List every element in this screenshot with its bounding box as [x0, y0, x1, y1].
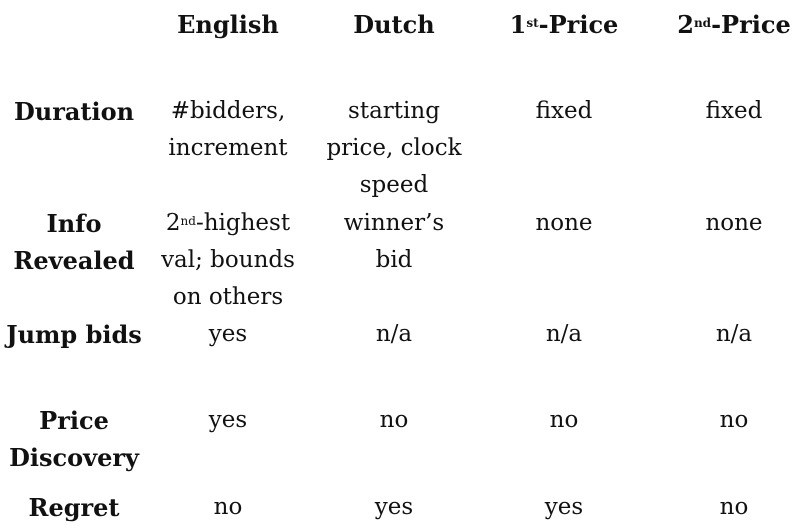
cell-line: #bidders,: [170, 98, 286, 124]
cell-line: no: [379, 407, 409, 433]
column-header-english: English: [168, 10, 288, 40]
cell-line: starting: [348, 98, 440, 124]
row-label-line: Jump bids: [6, 320, 142, 349]
row-label-line: Info: [46, 209, 102, 238]
cell-line: speed: [359, 172, 429, 198]
row-label-duration: Duration: [0, 93, 148, 130]
cell-line: on others: [172, 284, 284, 310]
cell-line: none: [705, 210, 763, 236]
header-superscript: nd: [693, 16, 712, 30]
cell-line: n/a: [375, 321, 413, 347]
cell-line: n/a: [715, 321, 753, 347]
cell-price-discovery-dutch: no: [324, 402, 464, 439]
cell-line: yes: [208, 321, 248, 347]
row-label-line: Discovery: [9, 443, 139, 472]
cell-line: fixed: [535, 98, 593, 124]
column-header-dutch: Dutch: [334, 10, 454, 40]
cell-duration-second-price: fixed: [664, 93, 792, 130]
row-label-line: Duration: [13, 97, 135, 126]
cell-jump-bids-first-price: n/a: [494, 316, 634, 353]
header-text: Dutch: [353, 10, 435, 39]
header-text: 1: [509, 10, 527, 39]
text-part: 2: [165, 210, 181, 236]
cell-line: no: [549, 407, 579, 433]
column-header-second-price: 2nd-Price: [664, 10, 792, 40]
header-text: English: [177, 10, 279, 39]
cell-info-revealed-second-price: none: [664, 205, 792, 242]
cell-line: n/a: [545, 321, 583, 347]
text-part: -highest: [195, 210, 291, 236]
header-text: 2: [677, 10, 694, 39]
cell-duration-dutch: starting price, clock speed: [324, 93, 464, 204]
column-header-first-price: 1st-Price: [494, 10, 634, 40]
cell-info-revealed-dutch: winner’s bid: [324, 205, 464, 279]
cell-line: none: [535, 210, 593, 236]
cell-info-revealed-first-price: none: [494, 205, 634, 242]
cell-price-discovery-english: yes: [158, 402, 298, 439]
superscript: nd: [180, 214, 196, 228]
cell-info-revealed-english: 2nd-highest val; bounds on others: [158, 205, 298, 316]
cell-duration-first-price: fixed: [494, 93, 634, 130]
row-label-line: Revealed: [13, 246, 135, 275]
cell-line: winner’s: [343, 210, 445, 236]
cell-price-discovery-second-price: no: [664, 402, 792, 439]
header-text: -Price: [711, 10, 791, 39]
cell-line: bid: [375, 247, 413, 273]
cell-line: yes: [374, 494, 414, 520]
cell-regret-dutch: yes: [324, 489, 464, 526]
cell-line: no: [719, 407, 749, 433]
row-label-line: Price: [39, 406, 109, 435]
header-superscript: st: [526, 16, 539, 30]
cell-line: 2nd-highest: [158, 205, 298, 242]
cell-line: yes: [544, 494, 584, 520]
cell-regret-english: no: [158, 489, 298, 526]
cell-line: fixed: [705, 98, 763, 124]
row-label-regret: Regret: [0, 489, 148, 526]
cell-regret-second-price: no: [664, 489, 792, 526]
cell-line: val; bounds: [161, 247, 295, 273]
cell-jump-bids-english: yes: [158, 316, 298, 353]
cell-line: increment: [168, 135, 288, 161]
row-label-jump-bids: Jump bids: [0, 316, 148, 353]
cell-line: price, clock: [326, 135, 462, 161]
cell-duration-english: #bidders, increment: [158, 93, 298, 167]
cell-line: yes: [208, 407, 248, 433]
row-label-line: Regret: [28, 493, 120, 522]
cell-regret-first-price: yes: [494, 489, 634, 526]
cell-jump-bids-dutch: n/a: [324, 316, 464, 353]
header-text: -Price: [538, 10, 619, 39]
cell-line: no: [213, 494, 243, 520]
cell-jump-bids-second-price: n/a: [664, 316, 792, 353]
cell-line: no: [719, 494, 749, 520]
cell-price-discovery-first-price: no: [494, 402, 634, 439]
